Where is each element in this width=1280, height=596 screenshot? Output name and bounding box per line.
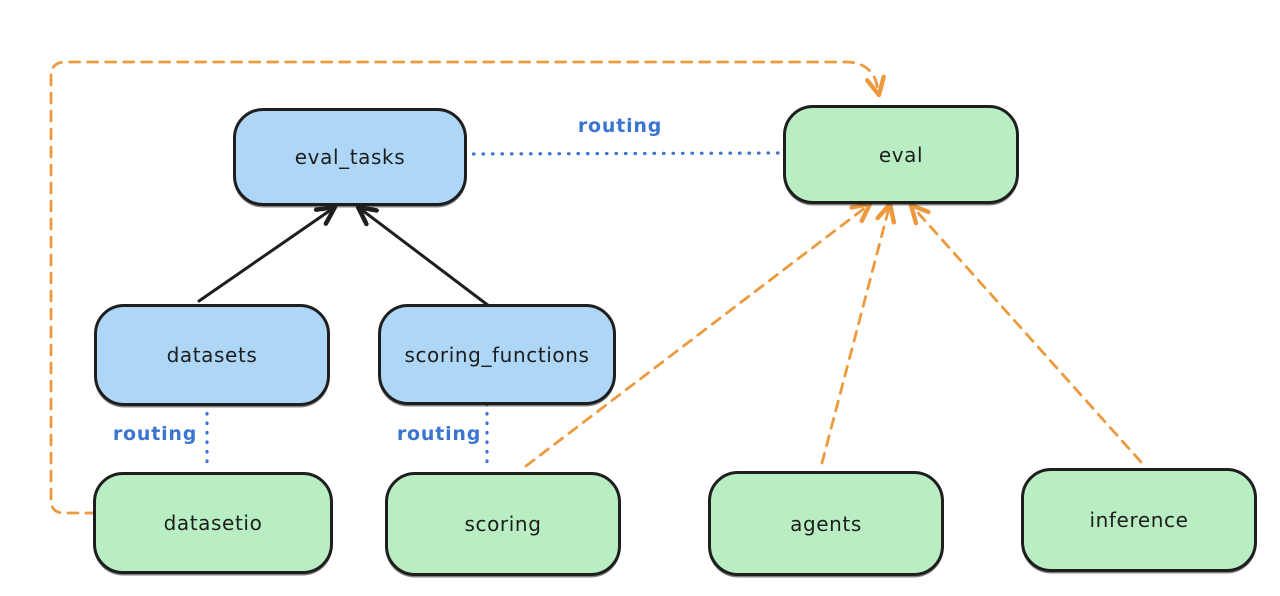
edge-scoring-to-eval <box>524 201 873 468</box>
edge-datasets-to-eval-tasks <box>197 204 338 303</box>
edge-datasetio-to-eval <box>49 60 886 515</box>
edge-label-routing-scoring: routing <box>396 423 482 445</box>
node-datasets: datasets <box>94 304 330 406</box>
edge-agents-to-eval <box>820 201 897 465</box>
node-datasetio-label: datasetio <box>163 511 263 535</box>
node-eval: eval <box>783 105 1019 204</box>
node-scoring-label: scoring <box>464 512 542 536</box>
edge-label-routing-eval: routing <box>577 115 663 137</box>
node-inference: inference <box>1021 468 1257 572</box>
edge-inference-to-eval <box>908 202 1143 464</box>
node-scoring-functions-label: scoring_functions <box>404 342 590 367</box>
node-eval-label: eval <box>878 142 924 167</box>
edge-eval-tasks-to-eval-routing <box>462 151 781 156</box>
node-datasetio: datasetio <box>93 472 333 574</box>
node-agents: agents <box>708 471 944 576</box>
node-scoring: scoring <box>385 472 621 576</box>
node-agents-label: agents <box>790 511 862 536</box>
edge-label-routing-datasetio: routing <box>112 423 198 445</box>
node-datasets-label: datasets <box>166 343 258 367</box>
edge-scoring-functions-to-eval-tasks <box>355 204 491 308</box>
node-eval-tasks: eval_tasks <box>233 108 467 206</box>
node-inference-label: inference <box>1089 508 1189 532</box>
node-scoring-functions: scoring_functions <box>378 304 616 405</box>
node-eval-tasks-label: eval_tasks <box>294 145 406 169</box>
